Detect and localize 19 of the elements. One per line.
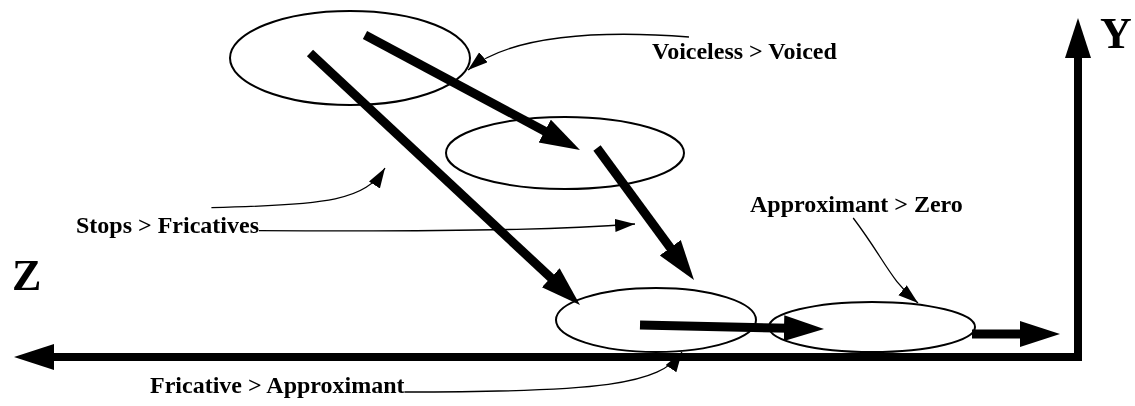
leader-line [403, 351, 683, 393]
leader-line [210, 167, 386, 209]
annotation-text: Fricative > Approximant [150, 371, 405, 399]
annotation-text: Approximant > Zero [750, 190, 963, 218]
leader-line [258, 218, 636, 232]
ellipse [228, 9, 472, 107]
arrow [306, 49, 580, 305]
arrow [972, 321, 1060, 347]
annotation-text: Stops > Fricatives [76, 211, 259, 239]
axis-label: Y [1100, 12, 1132, 56]
arrow [362, 31, 580, 150]
leader-line [852, 217, 919, 304]
ellipse [444, 115, 686, 191]
axis-label: Z [12, 254, 42, 298]
ellipse [554, 286, 758, 354]
leader-line [467, 33, 690, 71]
ellipse [767, 300, 977, 354]
annotation-text: Voiceless > Voiced [652, 37, 837, 65]
arrow [593, 145, 694, 280]
